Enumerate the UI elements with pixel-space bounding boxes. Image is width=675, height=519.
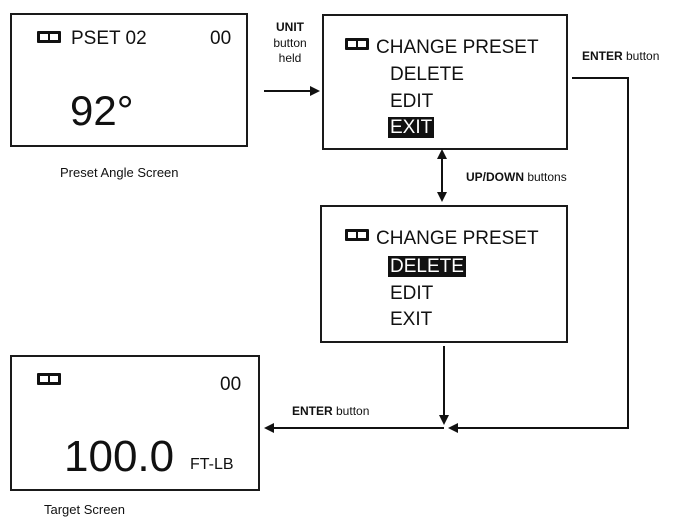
enter-bold-top: ENTER	[582, 49, 623, 63]
unit-label-line3: held	[278, 51, 302, 66]
battery-icon	[37, 31, 61, 43]
menu-item-delete-selected: DELETE	[388, 256, 466, 277]
torque-value: 100.0	[64, 432, 175, 481]
angle-value: 92°	[70, 87, 134, 134]
menu-item-edit: EDIT	[390, 91, 434, 112]
change-preset-title: CHANGE PRESET	[376, 37, 539, 58]
battery-icon	[345, 229, 369, 241]
unit-button-held-label: UNIT button held	[262, 20, 318, 67]
preset-angle-screen: PSET 02 00 92°	[10, 13, 248, 147]
menu-item-exit: EXIT	[390, 309, 433, 330]
unit-label-line2: button	[273, 35, 307, 50]
battery-icon	[345, 38, 369, 50]
target-screen: 00 100.0 FT-LB	[10, 355, 260, 491]
menu-item-exit-selected: EXIT	[388, 117, 435, 138]
target-counter: 00	[220, 374, 242, 395]
enter-button-label-bottom: ENTER button	[292, 404, 369, 420]
target-screen-caption: Target Screen	[44, 502, 125, 517]
battery-icon	[37, 373, 61, 385]
menu-item-delete: DELETE	[390, 64, 464, 85]
updown-rest: buttons	[524, 170, 567, 184]
enter-rest-bottom: button	[332, 404, 370, 418]
unit-label-bold: UNIT	[276, 20, 304, 34]
change-preset-screen-delete-selected: CHANGE PRESET DELETE EDIT EXIT	[320, 205, 568, 343]
updown-buttons-label: UP/DOWN buttons	[466, 170, 567, 186]
preset-label: PSET 02	[71, 28, 147, 49]
change-preset-screen-exit-selected: CHANGE PRESET DELETE EDIT EXIT	[322, 14, 568, 150]
preset-angle-screen-caption: Preset Angle Screen	[60, 165, 179, 180]
enter-button-label-top: ENTER button	[582, 49, 659, 65]
menu-item-edit: EDIT	[390, 283, 434, 304]
enter-path-right	[448, 77, 629, 433]
updown-bold: UP/DOWN	[466, 170, 524, 184]
enter-bold-bottom: ENTER	[292, 404, 333, 418]
preset-counter: 00	[210, 28, 232, 49]
enter-rest-top: button	[622, 49, 660, 63]
change-preset-title: CHANGE PRESET	[376, 228, 539, 249]
torque-unit: FT-LB	[190, 456, 234, 473]
